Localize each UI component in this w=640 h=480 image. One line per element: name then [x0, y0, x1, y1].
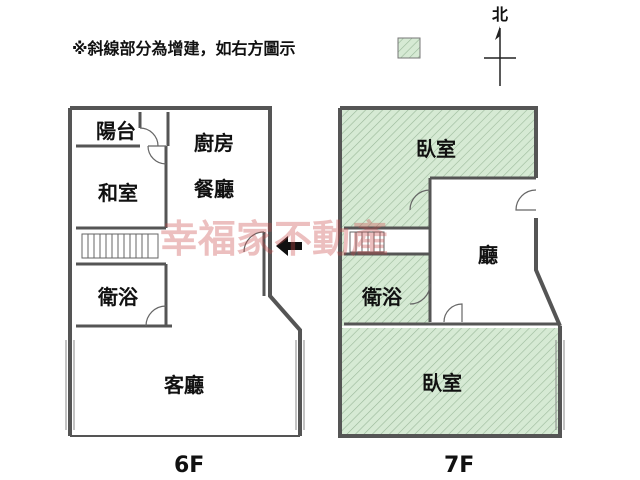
room-balcony-6f: 陽台 [96, 119, 136, 143]
compass: 北 [484, 5, 516, 86]
room-bathroom-7f: 衛浴 [361, 285, 403, 309]
walls-7f [338, 106, 562, 438]
stairs-6f [81, 233, 159, 259]
windows-6f [65, 340, 305, 430]
room-kitchen-6f: 廚房 [194, 131, 234, 155]
legend-hatch-swatch [397, 37, 421, 59]
room-living-6f: 客廳 [163, 373, 204, 397]
watermark-text: 幸福家不動產 [160, 216, 388, 261]
doors-7f [409, 189, 537, 323]
entry-arrow-icon [276, 236, 302, 256]
doors-6f [139, 127, 265, 327]
floor-label-7f: 7F [444, 453, 474, 478]
room-japanese-6f: 和室 [98, 181, 138, 205]
compass-arrow-icon [495, 26, 500, 40]
floor-6f-plan [68, 106, 302, 437]
room-bedroom-north-7f: 臥室 [416, 137, 456, 161]
room-hall-7f: 廳 [478, 243, 498, 267]
stairs-7f [349, 231, 385, 253]
floor-7f-plan [340, 108, 560, 434]
windows-7f [555, 340, 565, 430]
room-bathroom-6f: 衛浴 [97, 285, 139, 309]
floor-label-6f: 6F [174, 453, 204, 478]
legend-note: ※斜線部分為增建，如右方圖示 [72, 39, 296, 58]
room-bedroom-south-7f: 臥室 [422, 371, 462, 395]
room-dining-6f: 餐廳 [194, 177, 234, 201]
compass-north-label: 北 [492, 5, 508, 24]
